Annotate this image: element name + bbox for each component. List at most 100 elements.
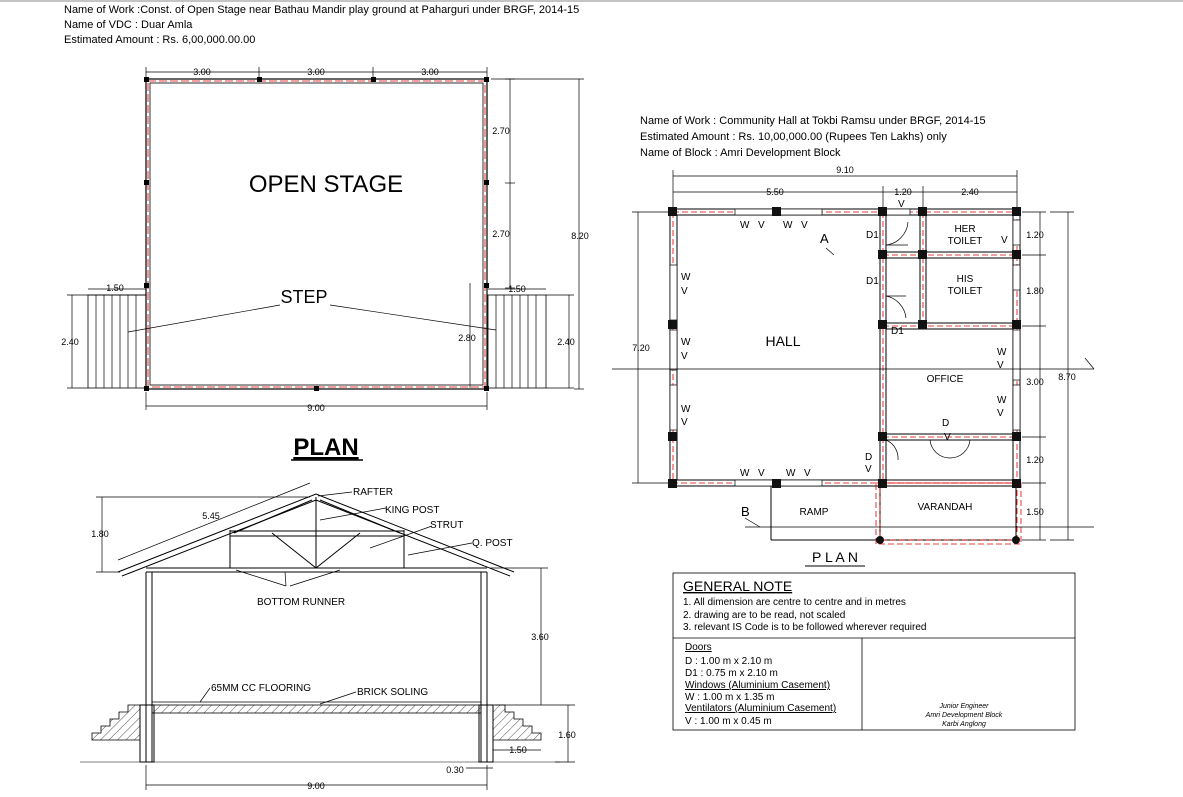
mark-v-right2: V <box>997 408 1004 419</box>
plan-title-hall: P L A N <box>812 549 858 565</box>
king-post-label: KING POST <box>385 505 439 516</box>
sig-line-2: Amri Development Block <box>925 712 1003 719</box>
flooring-label: 65MM CC FLOORING <box>211 683 311 694</box>
dim-r2: 1.80 <box>1026 286 1044 296</box>
note-2: 2. drawing are to be read, not scaled <box>683 610 845 621</box>
mark-w-right2: W <box>997 395 1007 406</box>
room-her-toilet-1: HER <box>954 224 975 235</box>
note-1: 1. All dimension are centre to centre an… <box>683 597 906 608</box>
room-his-toilet-1: HIS <box>957 274 974 285</box>
dim-top-1: 3.00 <box>193 67 211 77</box>
dim-left-step-h: 2.40 <box>61 337 79 347</box>
open-stage-plan: OPEN STAGE STEP PLAN 3.00 3.00 3.00 2.70… <box>61 67 589 461</box>
general-note: GENERAL NOTE 1. All dimension are centre… <box>672 572 1076 731</box>
mark-v-top1: V <box>758 220 765 231</box>
mark-d1-his: D1 <box>866 276 879 287</box>
room-office: OFFICE <box>927 374 964 385</box>
note-title: GENERAL NOTE <box>683 578 792 594</box>
dim-left-step-w: 1.50 <box>106 283 124 293</box>
strut-label: STRUT <box>430 520 463 531</box>
stage-vdc: Name of VDC : Duar Amla <box>64 19 193 31</box>
mark-w-top1: W <box>740 220 750 231</box>
mark-w-left2: W <box>681 337 691 348</box>
bottom-runner-label: BOTTOM RUNNER <box>257 597 345 608</box>
room-his-toilet-2: TOILET <box>948 286 983 297</box>
mark-v-right1: V <box>997 360 1004 371</box>
mark-d-office: D <box>942 418 949 429</box>
dim-left-total: 7.20 <box>632 343 650 353</box>
section-mark-a: A <box>820 231 829 246</box>
mark-w-left1: W <box>681 272 691 283</box>
dim-wall-t: 0.30 <box>446 765 464 775</box>
dim-w1: 5.50 <box>766 187 784 197</box>
mark-w-right1: W <box>997 347 1007 358</box>
hall-block: Name of Block : Amri Development Block <box>640 147 841 159</box>
room-hall: HALL <box>765 333 800 349</box>
window-w: W : 1.00 m x 1.35 m <box>685 692 774 703</box>
mark-v-top: V <box>898 199 905 210</box>
hall-work-title: Name of Work : Community Hall at Tokbi R… <box>640 115 986 127</box>
dim-wall-h: 3.60 <box>531 632 549 642</box>
room-her-toilet-2: TOILET <box>948 236 983 247</box>
mark-v-left1: V <box>681 286 688 297</box>
dim-bottom: 9.00 <box>307 403 325 413</box>
mark-w-bot2: W <box>786 468 796 479</box>
dim-top-2: 3.00 <box>307 67 325 77</box>
mark-w-left3: W <box>681 404 691 415</box>
mark-d1-office: D1 <box>891 326 904 337</box>
community-hall-plan: 9.10 5.50 1.20 2.40 1.20 1.80 3.00 1.20 … <box>612 165 1095 567</box>
dim-plinth: 1.60 <box>558 730 576 740</box>
mark-v-top2: V <box>801 220 808 231</box>
open-stage-section: RAFTER KING POST STRUT Q. POST BOTTOM RU… <box>80 482 576 791</box>
dim-total-w: 9.10 <box>836 165 854 175</box>
mark-w-top2: W <box>783 220 793 231</box>
hall-amount: Estimated Amount : Rs. 10,00,000.00 (Rup… <box>640 131 947 143</box>
dim-step: 1.50 <box>509 745 527 755</box>
mark-w-bot1: W <box>740 468 750 479</box>
dim-right-total-hall: 8.70 <box>1058 372 1076 382</box>
stage-amount: Estimated Amount : Rs. 6,00,000.00.00 <box>64 34 256 46</box>
sig-line-1: Junior Engineer <box>938 703 989 710</box>
dim-step-inner: 2.80 <box>458 333 476 343</box>
dim-r3: 3.00 <box>1026 377 1044 387</box>
mark-d-entry: D <box>865 452 872 463</box>
rafter-label: RAFTER <box>353 487 393 498</box>
mark-v-her: V <box>1001 235 1008 246</box>
dim-right-step-h: 2.40 <box>557 337 575 347</box>
soling-label: BRICK SOLING <box>357 687 428 698</box>
door-d1: D1 : 0.75 m x 2.10 m <box>685 668 778 679</box>
doors-heading: Doors <box>685 642 712 653</box>
door-d: D : 1.00 m x 2.10 m <box>685 656 772 667</box>
note-3: 3. relevant IS Code is to be followed wh… <box>683 622 926 633</box>
mark-v-bot1: V <box>758 468 765 479</box>
mark-v-entry: V <box>865 464 872 475</box>
dim-r4: 1.20 <box>1026 455 1044 465</box>
dim-width: 9.00 <box>307 781 325 791</box>
mark-v-left3: V <box>681 417 688 428</box>
section-mark-b: B <box>741 504 750 519</box>
step-label: STEP <box>280 287 327 307</box>
mark-d1-her: D1 <box>866 230 879 241</box>
dim-right-1: 2.70 <box>492 126 510 136</box>
stage-work-title: Name of Work :Const. of Open Stage near … <box>64 4 580 16</box>
vent-heading: Ventilators (Aluminium Casement) <box>685 703 836 714</box>
plan-title-stage: PLAN <box>293 434 358 461</box>
q-post-label: Q. POST <box>472 538 513 549</box>
dim-w3: 2.40 <box>961 187 979 197</box>
mark-v-bot2: V <box>804 468 811 479</box>
dim-right-total: 8.20 <box>571 231 589 241</box>
mark-v-left2: V <box>681 351 688 362</box>
dim-right-2: 2.70 <box>492 229 510 239</box>
dim-w2: 1.20 <box>894 187 912 197</box>
sig-line-3: Karbi Anglong <box>942 721 986 728</box>
mark-v-office: V <box>944 432 951 443</box>
dim-rise: 1.80 <box>91 529 109 539</box>
dim-r5: 1.50 <box>1026 507 1044 517</box>
dim-top-3: 3.00 <box>421 67 439 77</box>
vent-v: V : 1.00 m x 0.45 m <box>685 716 772 727</box>
stage-label: OPEN STAGE <box>249 171 403 198</box>
room-ramp: RAMP <box>800 507 829 518</box>
dim-right-step-w: 1.50 <box>508 284 526 294</box>
windows-heading: Windows (Aluminium Casement) <box>685 680 830 691</box>
